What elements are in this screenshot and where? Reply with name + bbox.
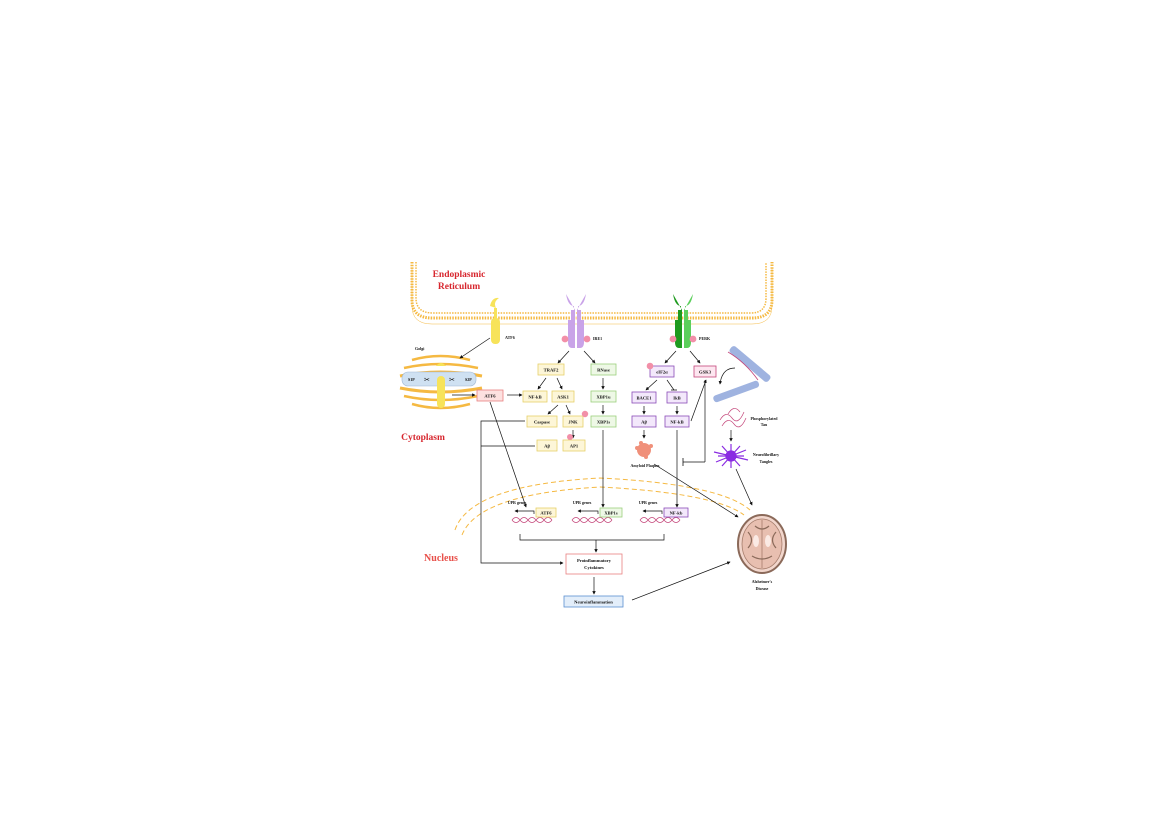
brain-icon	[737, 514, 787, 574]
eif2a-phospho-icon	[646, 362, 654, 370]
gene-group-1: UPR genes ATF6	[508, 500, 557, 523]
gene-group-3-tf: NF-kb	[670, 511, 683, 516]
perk-receptor	[669, 294, 697, 348]
amyloid-plaque-icon	[635, 441, 653, 459]
eif2a-box: eIF2α	[656, 370, 668, 375]
ire1-receptor	[561, 294, 591, 348]
nfkb-left-box: NF-kB	[528, 395, 541, 400]
rnase-box: RNase	[597, 368, 610, 373]
gene-group-1-tf: ATF6	[540, 511, 552, 516]
atf6-receptor-label: ATF6	[505, 335, 515, 340]
ap1-phospho-icon	[567, 434, 573, 440]
gene-group-2-tf: XBP1s	[604, 511, 617, 516]
ask1-box: ASK1	[557, 395, 569, 400]
golgi-apparatus	[399, 354, 483, 410]
gene-group-3: UPR genes NF-kb	[639, 500, 689, 523]
nft-line1: Neurofibrillary	[753, 452, 779, 457]
alzheimers-line1: Alzheimer's	[752, 579, 773, 584]
xbp1s-box: XBP1s	[597, 420, 610, 425]
atf6-box: ATF6	[484, 394, 496, 399]
atf6-receptor	[490, 297, 500, 344]
abeta-left-box: Aβ	[544, 444, 550, 449]
amyloid-plaques-label: Amyloid Plaques	[630, 463, 659, 468]
abeta-right-box: Aβ	[641, 420, 647, 425]
neurofibrillary-tangle-icon	[713, 444, 749, 468]
nfkb-right-box: NF-kB	[670, 420, 683, 425]
gene-group-2-title: UPR genes	[573, 500, 592, 505]
cytokines-line1: Proinflammatory	[577, 558, 612, 563]
gene-group-2: UPR genes XBP1s	[571, 500, 623, 523]
phospho-tau-line1: Phosphorylated	[751, 416, 779, 421]
traf2-box: TRAF2	[544, 368, 560, 373]
bace1-box: BACE1	[636, 396, 652, 401]
phosphorylated-tau-icon	[719, 408, 747, 428]
nft-line2: Tangles	[760, 459, 773, 464]
gsk3-box: GSK3	[699, 370, 712, 375]
scissors-icon-right: ✂	[449, 376, 455, 384]
scissors-icon-left: ✂	[424, 376, 430, 384]
nucleus-label: Nucleus	[424, 553, 458, 564]
perk-label: PERK	[699, 336, 711, 341]
phospho-tau-line2: Tau	[761, 422, 768, 427]
er-membrane	[410, 262, 774, 325]
er-title-line2: Reticulum	[438, 282, 480, 292]
caspase-box: Caspase	[534, 420, 550, 425]
alzheimers-line2: Disease	[756, 586, 769, 591]
ikb-box: IkB	[673, 396, 680, 401]
er-title-line1: Endoplasmic	[433, 270, 486, 280]
gene-group-3-title: UPR genes	[639, 500, 658, 505]
nuclear-envelope	[454, 477, 751, 536]
ap1-box: AP1	[570, 444, 579, 449]
xbp1u-box: XBP1u	[596, 395, 610, 400]
ire1-label: IRE1	[593, 336, 602, 341]
gene-group-1-title: UPR genes	[508, 500, 527, 505]
microtubule-icon	[713, 346, 771, 403]
golgi-label: Golgi	[415, 346, 425, 351]
s1p-label: S1P	[408, 377, 415, 382]
s2p-label: S2P	[465, 377, 472, 382]
jnk-box: JNK	[568, 420, 578, 425]
jnk-phospho-icon	[581, 410, 589, 418]
neuroinflammation-box: Neuroinflammation	[574, 600, 613, 605]
cytoplasm-label: Cytoplasm	[401, 433, 445, 443]
cytokines-line2: Cytokines	[584, 565, 604, 570]
